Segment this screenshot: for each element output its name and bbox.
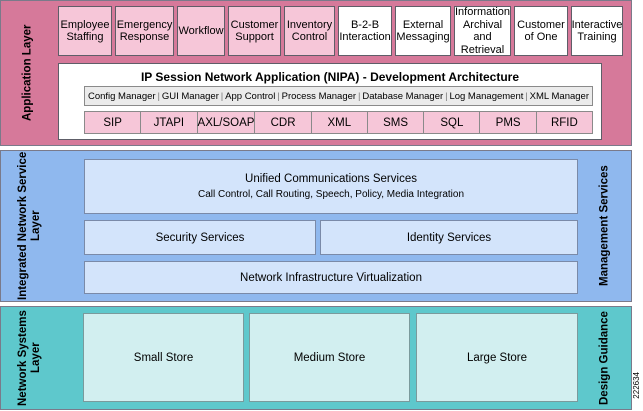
security-services: Security Services bbox=[84, 220, 316, 255]
network-infrastructure-virtualization: Network Infrastructure Virtualization bbox=[84, 261, 578, 294]
medium-store-label: Medium Store bbox=[293, 351, 366, 364]
nipa-title: IP Session Network Application (NIPA) - … bbox=[140, 70, 520, 84]
app-box: B-2-B Interaction bbox=[338, 6, 392, 56]
protocol-cell: SMS bbox=[368, 112, 425, 133]
identity-services-label: Identity Services bbox=[406, 231, 492, 244]
app-box: Interactive Training bbox=[571, 6, 623, 56]
protocol-cell: JTAPI bbox=[141, 112, 198, 133]
application-layer-label: Application Layer bbox=[21, 24, 34, 122]
protocol-cell: RFID bbox=[550, 116, 578, 129]
manager-separator: | bbox=[220, 90, 224, 102]
manager-item: Database Manager bbox=[362, 90, 444, 102]
protocol-cell: PMS bbox=[480, 112, 537, 133]
protocol-cell: AXL/SOAP bbox=[198, 112, 256, 133]
app-box: External Messaging bbox=[395, 6, 451, 56]
protocol-cell: SIP bbox=[85, 112, 142, 133]
management-services-label: Management Services bbox=[598, 165, 611, 287]
manager-separator: | bbox=[277, 90, 280, 102]
manager-item: Process Manager bbox=[281, 90, 357, 102]
manager-separator: | bbox=[157, 90, 160, 102]
manager-bar: Config Manager|GUI Manager|App Control|P… bbox=[84, 86, 593, 106]
small-store: Small Store bbox=[83, 313, 244, 402]
manager-separator: | bbox=[445, 90, 448, 102]
app-box: Inventory Control bbox=[284, 6, 335, 56]
manager-item: GUI Manager bbox=[161, 90, 219, 102]
protocol-cell: XML bbox=[312, 112, 368, 133]
manager-item: App Control bbox=[225, 90, 276, 102]
manager-item: Log Management bbox=[449, 90, 524, 102]
manager-item: XML Manager bbox=[529, 90, 589, 102]
security-services-label: Security Services bbox=[155, 231, 245, 244]
niv-label: Network Infrastructure Virtualization bbox=[240, 271, 422, 284]
app-box: Information Archival and Retrieval bbox=[454, 6, 511, 56]
large-store: Large Store bbox=[416, 313, 578, 402]
service-layer-label: Integrated Network Service Layer bbox=[17, 151, 42, 301]
ucs-title: Unified Communications Services bbox=[245, 173, 417, 185]
app-box: Customer Support bbox=[228, 6, 281, 56]
app-box: Workflow bbox=[177, 6, 225, 56]
systems-layer-label: Network Systems Layer bbox=[17, 310, 42, 406]
small-store-label: Small Store bbox=[133, 351, 194, 364]
large-store-label: Large Store bbox=[466, 351, 528, 364]
app-box: Customer of One bbox=[514, 6, 568, 56]
manager-item: Config Manager bbox=[87, 90, 156, 102]
design-guidance-label: Design Guidance bbox=[598, 311, 611, 405]
app-box: Employee Staffing bbox=[58, 6, 112, 56]
figure-id: 222634 bbox=[632, 372, 641, 399]
medium-store: Medium Store bbox=[249, 313, 410, 402]
protocol-cell: SQL bbox=[424, 112, 481, 133]
manager-separator: | bbox=[357, 90, 361, 102]
app-box: Emergency Response bbox=[115, 6, 174, 56]
unified-communications-services: Unified Communications Services Call Con… bbox=[84, 159, 578, 214]
manager-separator: | bbox=[525, 90, 528, 102]
protocol-cell: CDR bbox=[255, 112, 312, 133]
ucs-subtitle: Call Control, Call Routing, Speech, Poli… bbox=[197, 189, 465, 200]
identity-services: Identity Services bbox=[320, 220, 578, 255]
